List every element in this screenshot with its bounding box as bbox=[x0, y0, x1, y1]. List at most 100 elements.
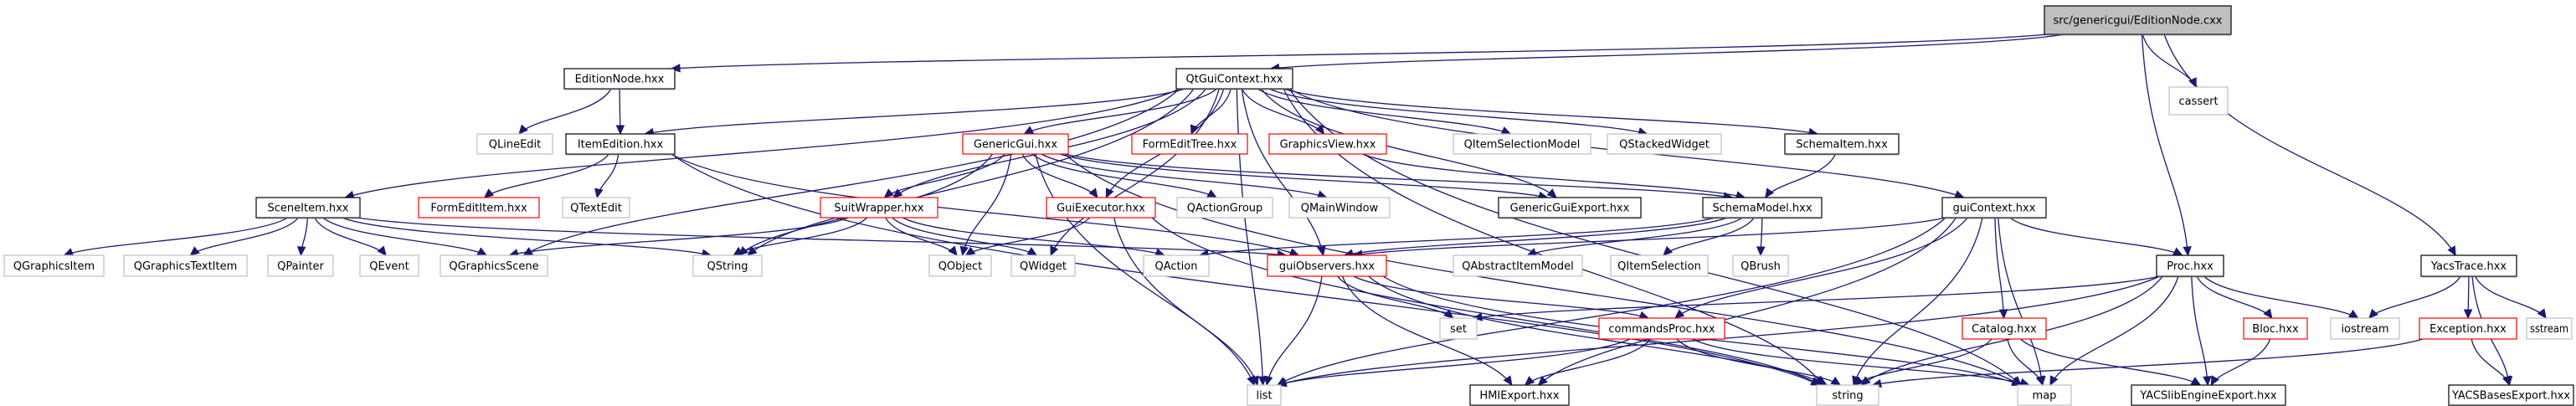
edge-guiContext-to-commandsProc bbox=[1674, 217, 1968, 319]
node-box bbox=[1607, 133, 1722, 155]
arrowhead-icon bbox=[476, 247, 488, 256]
node-guiexecutor[interactable]: GuiExecutor.hxx bbox=[1046, 197, 1156, 218]
node-box bbox=[1816, 384, 1879, 406]
node-yacsbasesexport[interactable]: YACSBasesExport.hxx bbox=[2448, 384, 2574, 406]
node-box bbox=[820, 197, 938, 218]
edge-EditionNode-to-ItemEdition bbox=[615, 88, 625, 136]
node-label: guiObservers.hxx bbox=[1279, 260, 1375, 273]
node-label: Catalog.hxx bbox=[1972, 323, 2037, 336]
node-exception[interactable]: Exception.hxx bbox=[2419, 317, 2517, 340]
node-genericgui[interactable]: GenericGui.hxx bbox=[962, 133, 1069, 155]
edge-QtGuiContext-to-list bbox=[1236, 88, 1267, 387]
arrowhead-icon bbox=[2263, 308, 2273, 319]
node-box bbox=[563, 68, 676, 90]
edge-Proc-to-map bbox=[2049, 275, 2179, 387]
node-box bbox=[1247, 384, 1282, 406]
arrowhead-icon bbox=[1264, 375, 1273, 387]
node-suitwrapper[interactable]: SuitWrapper.hxx bbox=[820, 197, 938, 218]
arrowhead-icon bbox=[615, 125, 625, 136]
node-graphicsview[interactable]: GraphicsView.hxx bbox=[1268, 133, 1387, 155]
node-label: GenericGuiExport.hxx bbox=[1510, 203, 1630, 215]
node-label: QTextEdit bbox=[570, 203, 622, 215]
node-schemaitem[interactable]: SchemaItem.hxx bbox=[1784, 133, 1900, 156]
arrowhead-icon bbox=[1526, 248, 1538, 256]
node-qgraphicsitem: QGraphicsItem bbox=[3, 254, 105, 277]
arrowhead-icon bbox=[1537, 375, 1548, 386]
node-label: QObject bbox=[938, 260, 983, 273]
node-qmainwindow: QMainWindow bbox=[1288, 197, 1391, 218]
node-box bbox=[3, 254, 105, 277]
node-cassert: cassert bbox=[2168, 86, 2229, 116]
node-bloc[interactable]: Bloc.hxx bbox=[2243, 317, 2308, 340]
edge-SuitWrapper-to-QString bbox=[733, 217, 867, 256]
edge-SceneItem-to-QEvent bbox=[314, 217, 387, 256]
node-box bbox=[2419, 317, 2517, 340]
node-catalog[interactable]: Catalog.hxx bbox=[1962, 317, 2047, 340]
node-genericguiexport[interactable]: GenericGuiExport.hxx bbox=[1498, 197, 1642, 219]
node-schemamodel[interactable]: SchemaModel.hxx bbox=[1702, 197, 1823, 219]
node-label: QActionGroup bbox=[1187, 203, 1263, 215]
edge-Proc-to-set bbox=[1472, 275, 2161, 321]
edge-SceneItem-to-QGraphicsTextItem bbox=[189, 217, 299, 256]
node-yacslibengineexport[interactable]: YACSlibEngineExport.hxx bbox=[2131, 384, 2286, 406]
edge-ItemEdition-to-FormEditItem bbox=[483, 153, 609, 198]
node-guicontext[interactable]: guiContext.hxx bbox=[1941, 197, 2047, 219]
arrowhead-icon bbox=[1257, 376, 1267, 387]
arrowhead-icon bbox=[2049, 375, 2059, 387]
node-label: QStackedWidget bbox=[1619, 139, 1710, 152]
arrowhead-icon bbox=[1860, 376, 1871, 386]
arrowhead-icon bbox=[733, 246, 743, 256]
node-label: guiContext.hxx bbox=[1953, 203, 2036, 215]
arrowhead-icon bbox=[892, 188, 903, 198]
edge-Catalog-to-string bbox=[1853, 338, 1992, 386]
node-qitemselectionmodel: QItemSelectionModel bbox=[1453, 133, 1591, 155]
node-itemedition[interactable]: ItemEdition.hxx bbox=[565, 133, 676, 156]
node-proc[interactable]: Proc.hxx bbox=[2156, 254, 2224, 278]
node-box bbox=[692, 254, 763, 277]
node-editionnode[interactable]: EditionNode.hxx bbox=[563, 68, 676, 90]
node-label: YacsTrace.hxx bbox=[2430, 260, 2507, 273]
arrowhead-icon bbox=[1206, 189, 1218, 198]
node-hmiexport[interactable]: HMIExport.hxx bbox=[1469, 384, 1570, 406]
node-label: src/genericgui/EditionNode.cxx bbox=[2053, 15, 2222, 28]
arrowhead-icon bbox=[296, 246, 306, 257]
node-box bbox=[1288, 197, 1391, 218]
edge-QtGuiContext-to-string bbox=[1283, 88, 1824, 386]
node-guiobservers[interactable]: guiObservers.hxx bbox=[1267, 254, 1387, 277]
edge-guiObservers-to-HMIExport bbox=[1341, 275, 1513, 387]
node-list: list bbox=[1247, 384, 1282, 406]
node-qitemselection: QItemSelection bbox=[1610, 254, 1709, 277]
node-label: HMIExport.hxx bbox=[1479, 390, 1559, 403]
node-yacstrace[interactable]: YacsTrace.hxx bbox=[2420, 254, 2517, 278]
arrowhead-icon bbox=[2447, 245, 2456, 257]
node-label: QMainWindow bbox=[1301, 203, 1379, 215]
node-label: QBrush bbox=[1740, 260, 1781, 273]
node-box bbox=[1598, 317, 1725, 340]
node-root[interactable]: src/genericgui/EditionNode.cxx bbox=[2044, 5, 2232, 36]
arrowhead-icon bbox=[1765, 188, 1775, 199]
node-sceneitem[interactable]: SceneItem.hxx bbox=[255, 197, 361, 219]
arrowhead-icon bbox=[1443, 309, 1454, 319]
edge-SuitWrapper-to-QWidget bbox=[892, 217, 1038, 256]
node-box bbox=[440, 254, 548, 277]
node-layer: src/genericgui/EditionNode.cxxEditionNod… bbox=[3, 5, 2574, 406]
node-label: Exception.hxx bbox=[2429, 323, 2507, 336]
edge-QtGuiContext-to-GenericGuiExport bbox=[1261, 88, 1557, 198]
node-label: ItemEdition.hxx bbox=[578, 139, 664, 152]
node-qlineedit: QLineEdit bbox=[476, 133, 553, 155]
node-label: QString bbox=[707, 260, 748, 273]
edge-GenericGui-to-QObject bbox=[959, 153, 1012, 257]
node-label: set bbox=[1450, 323, 1467, 336]
node-qtguicontext[interactable]: QtGuiContext.hxx bbox=[1175, 68, 1293, 90]
node-box bbox=[1175, 68, 1293, 90]
arrowhead-icon bbox=[1756, 246, 1766, 257]
node-formedittree[interactable]: FormEditTree.hxx bbox=[1131, 133, 1248, 155]
node-commandsproc[interactable]: commandsProc.hxx bbox=[1598, 317, 1725, 340]
node-formedititem[interactable]: FormEditItem.hxx bbox=[418, 197, 540, 218]
arrowhead-icon bbox=[2368, 308, 2378, 319]
node-box bbox=[2448, 384, 2574, 406]
arrowhead-icon bbox=[2347, 309, 2359, 319]
node-qaction: QAction bbox=[1143, 254, 1210, 277]
node-box bbox=[1267, 254, 1387, 277]
edge-YacsTrace-to-sstream bbox=[2475, 275, 2547, 319]
